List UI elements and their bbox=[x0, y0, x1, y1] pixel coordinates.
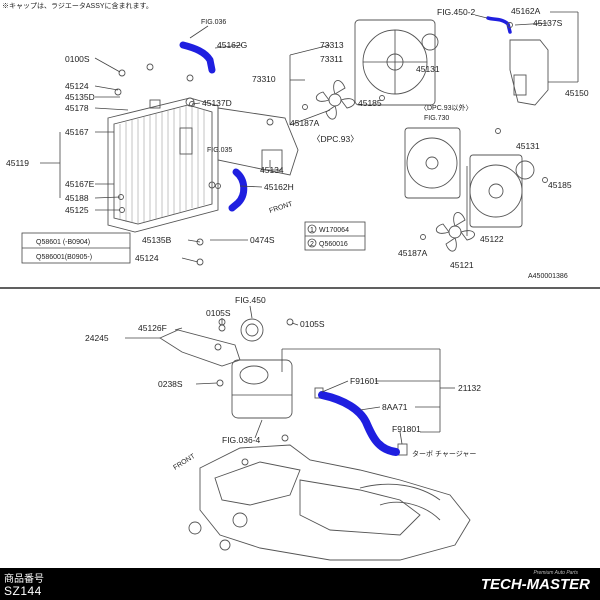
label-0474s: 0474S bbox=[250, 235, 275, 245]
label-fig450: FIG.450 bbox=[235, 295, 266, 305]
parts-diagram: ※キャップは、ラジエータASSYに含まれます。 bbox=[0, 1, 600, 561]
brand-logo: TECH-MASTER bbox=[480, 576, 590, 593]
label-45162a: 45162A bbox=[511, 6, 541, 16]
label-73310: 73310 bbox=[252, 74, 276, 84]
bolt-45131 bbox=[495, 128, 501, 134]
radiator bbox=[107, 97, 219, 233]
label-45119: 45119 bbox=[6, 158, 29, 168]
label-fig730: FIG.730 bbox=[424, 115, 449, 122]
label-45150: 45150 bbox=[565, 88, 589, 98]
label-8aa71: 8AA71 bbox=[382, 402, 408, 412]
label-45185-bottom: 45185 bbox=[548, 180, 572, 190]
product-number-label: 商品番号 bbox=[4, 574, 44, 585]
label-21132: 21132 bbox=[458, 383, 481, 393]
label-45131-top: 45131 bbox=[416, 64, 440, 74]
coolant-hose-8aa71 bbox=[318, 391, 400, 456]
brand-tagline: Premium Auto Parts bbox=[533, 570, 578, 576]
label-fig450-2: FIG.450-2 bbox=[437, 7, 476, 17]
legend-code-1: W170064 bbox=[319, 227, 349, 234]
label-45162h: 45162H bbox=[264, 182, 294, 192]
fan-shroud-b bbox=[404, 127, 461, 199]
legend-row-2: Q586001(B0905-) bbox=[36, 254, 92, 261]
reservoir-tank bbox=[509, 39, 549, 106]
label-front-bottom: FRONT bbox=[172, 453, 197, 472]
bolt-45185-top bbox=[379, 95, 385, 101]
label-45162g: 45162G bbox=[217, 40, 247, 50]
legend-num-1: 1 bbox=[310, 227, 314, 234]
label-24245: 24245 bbox=[85, 333, 109, 343]
bolt-0105s-right bbox=[286, 318, 294, 326]
label-45124-bottom: 45124 bbox=[135, 253, 159, 263]
bolt-45162g-clamp bbox=[186, 74, 194, 82]
bracket-24245 bbox=[159, 324, 241, 367]
leader-lines-bottom bbox=[125, 305, 455, 445]
label-45137s: 45137S bbox=[533, 18, 563, 28]
label-fig035: FIG.035 bbox=[207, 147, 232, 154]
footer-bar: 商品番号 SZ144 Premium Auto Parts TECH-MASTE… bbox=[0, 568, 600, 600]
label-0238s: 0238S bbox=[158, 379, 183, 389]
fan-shroud-a bbox=[354, 19, 439, 106]
label-0105s-right: 0105S bbox=[300, 319, 325, 329]
bracket-45135b bbox=[196, 238, 204, 246]
label-45122: 45122 bbox=[480, 234, 504, 244]
radiator-drain-bolt bbox=[208, 181, 216, 189]
label-45135b: 45135B bbox=[142, 235, 172, 245]
label-45125: 45125 bbox=[65, 205, 89, 215]
cap-note: ※キャップは、ラジエータASSYに含まれます。 bbox=[2, 1, 153, 10]
label-45167e: 45167E bbox=[65, 179, 95, 189]
legend-table: Q58601 (-B0904) Q586001(B0905-) 1 2 W170… bbox=[21, 221, 366, 264]
label-dpc93: 〈DPC.93〉 bbox=[312, 134, 359, 144]
drain-plug bbox=[215, 183, 221, 189]
legend-num-2: 2 bbox=[310, 241, 314, 248]
label-45126f: 45126F bbox=[138, 323, 167, 333]
label-f91601: F91601 bbox=[350, 376, 379, 386]
engine-block bbox=[188, 434, 471, 561]
label-45131-bottom: 45131 bbox=[516, 141, 540, 151]
label-45134: 45134 bbox=[260, 165, 284, 175]
bushing-45124 bbox=[114, 88, 122, 96]
label-f91801: F91801 bbox=[392, 424, 421, 434]
bolt-45185-bottom bbox=[542, 177, 548, 183]
label-45135d: 45135D bbox=[65, 92, 95, 102]
fan-blade-a bbox=[315, 80, 355, 120]
coolant-reservoir bbox=[231, 318, 293, 419]
label-73311: 73311 bbox=[320, 54, 343, 64]
label-45137d: 45137D bbox=[202, 98, 232, 108]
label-45167: 45167 bbox=[65, 127, 89, 137]
label-45187a-top: 45187A bbox=[290, 118, 320, 128]
bolt-45187a-bottom bbox=[420, 234, 426, 240]
bolt-upper bbox=[146, 63, 154, 71]
label-fig036: FIG.036 bbox=[201, 19, 226, 26]
bolt-0100s bbox=[118, 69, 126, 77]
fan-blade-b bbox=[435, 212, 475, 252]
label-45178: 45178 bbox=[65, 103, 89, 113]
lower-radiator-hose bbox=[228, 168, 248, 212]
label-45121: 45121 bbox=[450, 260, 474, 270]
clip-45137s bbox=[507, 22, 513, 28]
label-45124: 45124 bbox=[65, 81, 89, 91]
label-code-ref: A450001386 bbox=[528, 273, 568, 280]
label-45187a-bottom: 45187A bbox=[398, 248, 428, 258]
label-45185-top: 45185 bbox=[358, 98, 382, 108]
overflow-hose bbox=[486, 16, 512, 34]
label-73313: 73313 bbox=[320, 40, 344, 50]
product-number: SZ144 bbox=[4, 584, 42, 598]
legend-row-1: Q58601 (-B0904) bbox=[36, 239, 90, 246]
label-turbo: ターボ チャージャー bbox=[412, 449, 476, 458]
label-dpc93-other: 〈DPC.93以外〉 bbox=[420, 103, 473, 112]
label-0105s-left: 0105S bbox=[206, 308, 231, 318]
legend-code-2: Q560016 bbox=[319, 241, 348, 248]
fan-shroud-c bbox=[469, 154, 535, 228]
label-fig036-4: FIG.036-4 bbox=[222, 435, 261, 445]
bolt-45187a-top bbox=[302, 104, 308, 110]
label-front-top: FRONT bbox=[268, 201, 294, 215]
radiator-bracket bbox=[217, 107, 299, 176]
label-0100s: 0100S bbox=[65, 54, 90, 64]
leader-lines-top bbox=[40, 11, 579, 263]
label-45188: 45188 bbox=[65, 193, 89, 203]
upper-radiator-hose bbox=[179, 41, 216, 74]
bolt-0238s bbox=[216, 379, 224, 387]
